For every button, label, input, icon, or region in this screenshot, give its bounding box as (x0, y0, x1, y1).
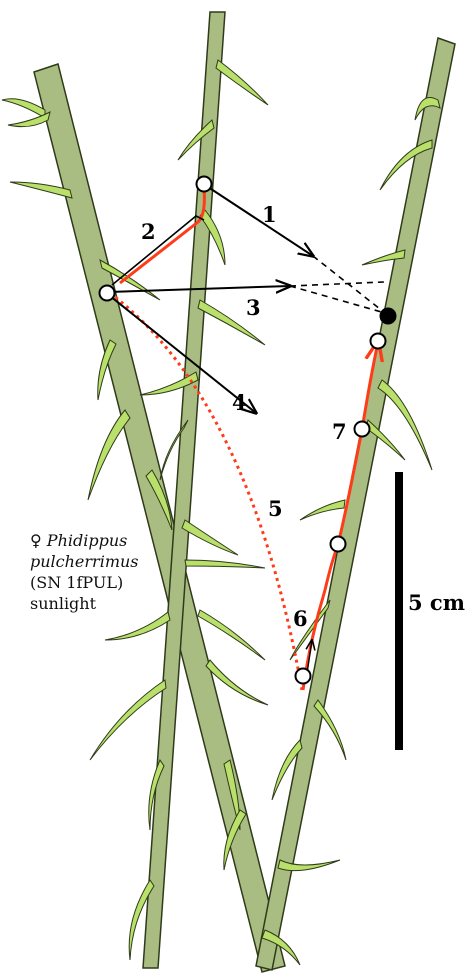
position-7 (355, 422, 370, 437)
leaf (198, 610, 265, 660)
scale-bar (395, 472, 403, 750)
stem-right (256, 38, 455, 970)
scale-bar-label: 5 cm (408, 590, 465, 615)
leaf (182, 520, 238, 555)
step-label-1: 1 (262, 202, 277, 227)
step-label-5: 5 (268, 496, 283, 521)
female-symbol: ♀ (30, 531, 42, 550)
arrow-3-dashed (290, 282, 384, 286)
light-condition: sunlight (30, 594, 96, 613)
leaf (378, 380, 432, 470)
position-target (381, 309, 396, 324)
arrow-3-dashed-b (290, 286, 385, 313)
stems (34, 12, 455, 972)
specimen-id: (SN 1fPUL) (30, 573, 123, 592)
leaf (88, 410, 130, 500)
step-label-7: 7 (332, 419, 347, 444)
genus-name: Phidippus (47, 531, 128, 550)
position-upper-right (331, 537, 346, 552)
species-caption: ♀ Phidippus pulcherrimus (SN 1fPUL) sunl… (30, 530, 140, 614)
leaf (185, 560, 265, 568)
step-label-2: 2 (141, 219, 156, 244)
leaf (300, 500, 345, 520)
position-landing (296, 669, 311, 684)
step-label-4: 4 (232, 390, 247, 415)
position-leftstem (100, 286, 115, 301)
position-start (197, 177, 212, 192)
leaf (2, 99, 45, 118)
leaf (90, 680, 166, 760)
position-near-target (371, 334, 386, 349)
step-label-6: 6 (293, 606, 308, 631)
leaf (216, 60, 268, 105)
leaf (105, 612, 170, 640)
species-name: pulcherrimus (30, 552, 139, 571)
step-label-3: 3 (246, 295, 261, 320)
